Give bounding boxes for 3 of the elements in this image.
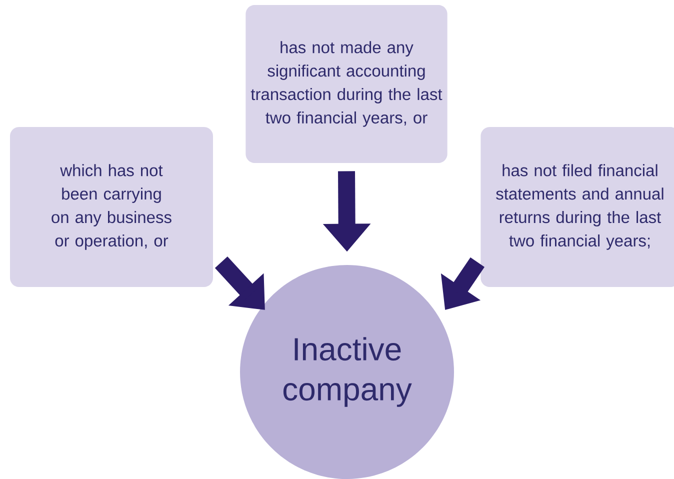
statement-box: has not made any significant accounting transaction during the last two financial years, or — [246, 5, 448, 163]
statement-box: has not filed financial statements and annual returns during the last two financial years; — [480, 127, 674, 287]
statement-box: which has not been carrying on any business or operation, or — [10, 127, 213, 287]
